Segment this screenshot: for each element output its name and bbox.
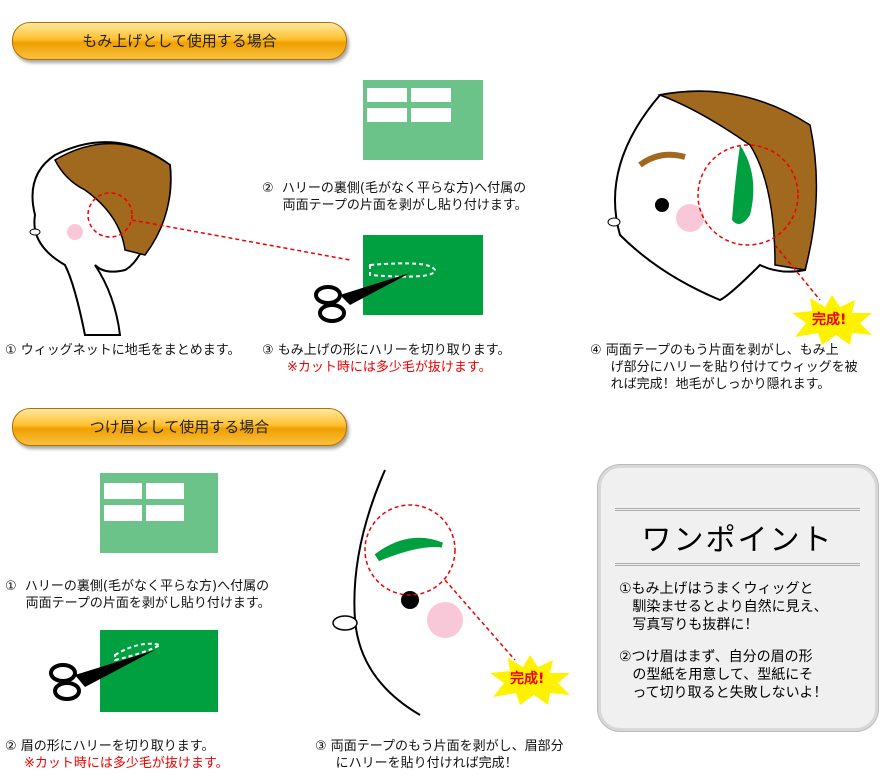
scissors-icon bbox=[314, 262, 437, 323]
section1-step1-text: ① ウィッグネットに地毛をまとめます。 bbox=[5, 343, 241, 358]
section2-banner: つけ眉として使用する場合 bbox=[12, 408, 347, 446]
finished-sideburn-illustration bbox=[607, 90, 821, 302]
section1-step3-note: ※カット時には多少毛が抜けます。 bbox=[287, 360, 492, 375]
section2-done-badge: 完成! bbox=[510, 671, 545, 687]
hairy-sheet-back-2 bbox=[100, 473, 218, 553]
one-point-title: ワンポイント bbox=[615, 508, 860, 566]
finished-eyebrow-illustration bbox=[332, 469, 516, 716]
section1-step2-text: ② ハリーの裏側(毛がなく平らな方)へ付属の 両面テープの片面を剥がし貼り付けま… bbox=[262, 181, 528, 213]
done-burst-icon-2 bbox=[490, 655, 570, 705]
section1-banner: もみ上げとして使用する場合 bbox=[12, 22, 347, 60]
done-burst-icon bbox=[792, 295, 872, 345]
section1-done-badge: 完成! bbox=[812, 312, 847, 328]
hairy-sheet-cut-2 bbox=[100, 630, 218, 712]
section2-step2-note: ※カット時には多少毛が抜けます。 bbox=[24, 756, 229, 771]
section1-step4-text: ④ 両面テープのもう片面を剥がし、もみ上 げ部分にハリーを貼り付けてウィッグを被… bbox=[590, 343, 858, 392]
section2-step1-text: ① ハリーの裏側(毛がなく平らな方)へ付属の 両面テープの片面を剥がし貼り付けま… bbox=[5, 579, 271, 611]
one-point-tip-1: ①もみ上げはうまくウィッグと 馴染ませるとより自然に見え、 写真写りも抜群に！ bbox=[619, 581, 828, 633]
section1-step3-text: ③ もみ上げの形にハリーを切り取ります。 bbox=[262, 343, 511, 358]
hairy-sheet-back bbox=[363, 80, 483, 160]
section2-step2-text: ② 眉の形にハリーを切り取ります。 bbox=[5, 739, 215, 754]
scissors-icon-2 bbox=[49, 642, 163, 701]
one-point-box: ワンポイント ①もみ上げはうまくウィッグと 馴染ませるとより自然に見え、 写真写… bbox=[598, 465, 878, 731]
section2-step3-text: ③ 両面テープのもう片面を剥がし、眉部分 にハリーを貼り付ければ完成！ bbox=[315, 739, 564, 771]
one-point-tip-2: ②つけ眉はまず、自分の眉の形 の型紙を用意して、型紙にそ って切り取ると失敗しな… bbox=[619, 649, 828, 701]
head-with-wig-net-illustration bbox=[29, 141, 351, 336]
